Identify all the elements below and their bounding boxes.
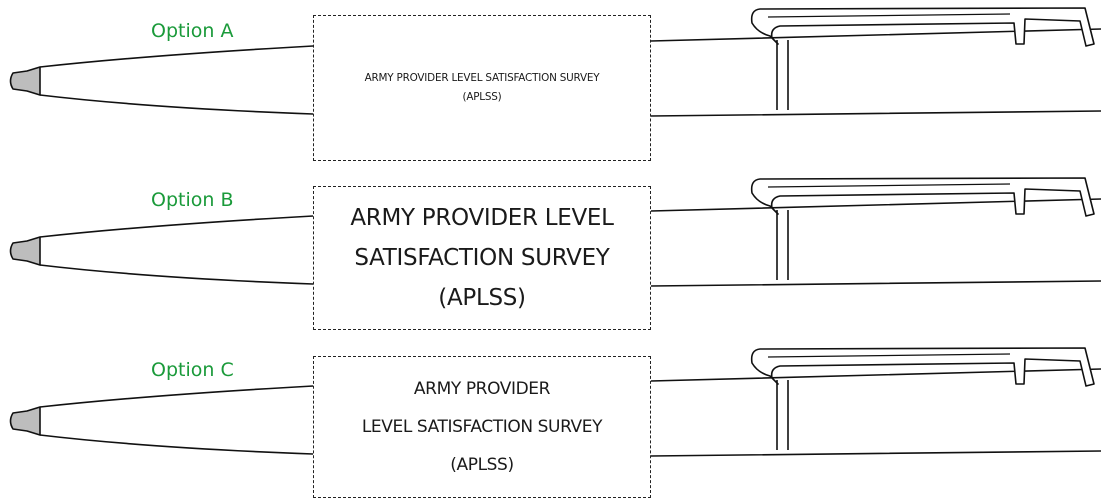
- option-c-imprint-line: ARMY PROVIDER: [413, 379, 551, 399]
- option-a-imprint-box: ARMY PROVIDER LEVEL SATISFACTION SURVEY …: [313, 15, 651, 161]
- option-c-imprint-line: LEVEL SATISFACTION SURVEY: [361, 417, 603, 437]
- option-b-label: Option B: [151, 189, 234, 211]
- option-b-imprint-box: ARMY PROVIDER LEVEL SATISFACTION SURVEY …: [313, 186, 651, 330]
- option-c-label: Option C: [151, 359, 234, 381]
- option-b-imprint-line: SATISFACTION SURVEY: [354, 245, 610, 271]
- option-c-imprint-box: ARMY PROVIDER LEVEL SATISFACTION SURVEY …: [313, 356, 651, 498]
- option-b-imprint-line: (APLSS): [438, 285, 526, 311]
- option-a-imprint-line: (APLSS): [462, 91, 502, 103]
- option-a-label: Option A: [151, 20, 234, 42]
- option-b-imprint-line: ARMY PROVIDER LEVEL: [350, 205, 614, 231]
- option-c-imprint-line: (APLSS): [450, 455, 514, 475]
- option-a-imprint-line: ARMY PROVIDER LEVEL SATISFACTION SURVEY: [364, 72, 600, 84]
